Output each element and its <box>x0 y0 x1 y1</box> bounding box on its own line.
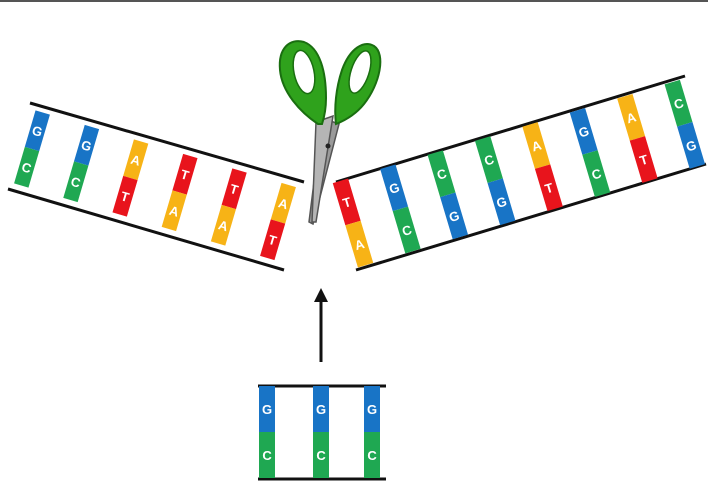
nucleotide-T <box>112 175 138 217</box>
base-label: G <box>79 137 93 154</box>
base-pair: TA <box>161 153 198 232</box>
base-pair: GC <box>569 108 611 197</box>
base-pair: CG <box>474 136 516 226</box>
base-label: G <box>367 402 377 417</box>
nucleotide-T <box>221 168 247 210</box>
base-pair: GC <box>380 164 421 254</box>
base-label: T <box>228 181 240 198</box>
nucleotide-C <box>664 79 693 127</box>
nucleotide-A <box>123 139 149 181</box>
nucleotide-T <box>260 219 286 261</box>
nucleotide-G <box>380 164 409 212</box>
backbone-bottom <box>7 187 285 272</box>
base-label: T <box>341 194 353 211</box>
nucleotide-A <box>210 204 236 246</box>
base-pair: AT <box>617 93 658 183</box>
nucleotide-T <box>629 136 658 183</box>
base-label: T <box>638 152 650 169</box>
base-pair: CG <box>427 150 469 240</box>
nucleotide-C <box>392 206 421 254</box>
nucleotide-T <box>534 164 563 212</box>
arrow-up-icon <box>314 288 328 362</box>
base-label: C <box>367 448 377 463</box>
base-label: G <box>447 208 461 225</box>
nucleotide-C <box>474 136 503 183</box>
nucleotide-G <box>24 110 50 152</box>
base-label: T <box>543 180 555 197</box>
base-pair: GC <box>364 386 380 478</box>
base-pair: CG <box>664 79 706 169</box>
nucleotide-T <box>172 153 198 195</box>
nucleotide-C <box>259 432 275 478</box>
base-pair: GC <box>259 386 275 478</box>
scissors-handle-left-hole <box>292 49 316 95</box>
nucleotide-G <box>259 386 275 432</box>
scissors-handle-right-hole <box>348 50 372 94</box>
base-label: G <box>387 180 401 197</box>
backbone-top <box>335 74 686 184</box>
base-label: G <box>577 123 591 140</box>
base-label: G <box>316 402 326 417</box>
nucleotide-C <box>427 150 456 198</box>
base-pair: GC <box>63 124 100 203</box>
nucleotide-A <box>522 122 551 169</box>
nucleotide-A <box>617 93 646 141</box>
nucleotide-C <box>364 432 380 478</box>
backbone-top <box>29 101 305 184</box>
base-pair: AT <box>260 182 296 261</box>
scissors-pivot <box>325 143 331 149</box>
nucleotide-G <box>313 386 329 432</box>
backbone-bottom <box>355 162 707 272</box>
nucleotide-G <box>74 124 100 166</box>
nucleotide-G <box>569 108 598 155</box>
scissors-blade-right <box>311 114 334 223</box>
base-pair: AT <box>112 139 149 217</box>
base-label: G <box>262 402 272 417</box>
nucleotide-C <box>63 161 89 203</box>
base-label: G <box>495 194 509 211</box>
nucleotide-A <box>270 182 296 224</box>
nucleotide-A <box>345 220 374 268</box>
base-label: T <box>179 166 191 183</box>
nucleotide-C <box>313 432 329 478</box>
base-pair: AT <box>522 122 563 212</box>
base-label: T <box>267 232 279 249</box>
nucleotide-G <box>440 192 469 240</box>
base-label: T <box>119 188 131 205</box>
nucleotide-A <box>161 190 187 232</box>
nucleotide-C <box>14 146 40 188</box>
base-pair: TA <box>210 168 247 246</box>
base-pair: TA <box>332 178 374 268</box>
nucleotide-G <box>487 178 516 226</box>
base-pair: GC <box>313 386 329 478</box>
base-label: C <box>262 448 272 463</box>
base-pair: GC <box>14 110 50 188</box>
nucleotide-T <box>332 178 361 226</box>
scissors-icon <box>278 40 382 226</box>
base-label: G <box>684 137 698 154</box>
nucleotide-G <box>364 386 380 432</box>
top-rule <box>0 0 708 2</box>
base-label: G <box>30 123 44 140</box>
nucleotide-G <box>677 122 706 169</box>
base-label: C <box>316 448 326 463</box>
nucleotide-C <box>582 150 611 197</box>
